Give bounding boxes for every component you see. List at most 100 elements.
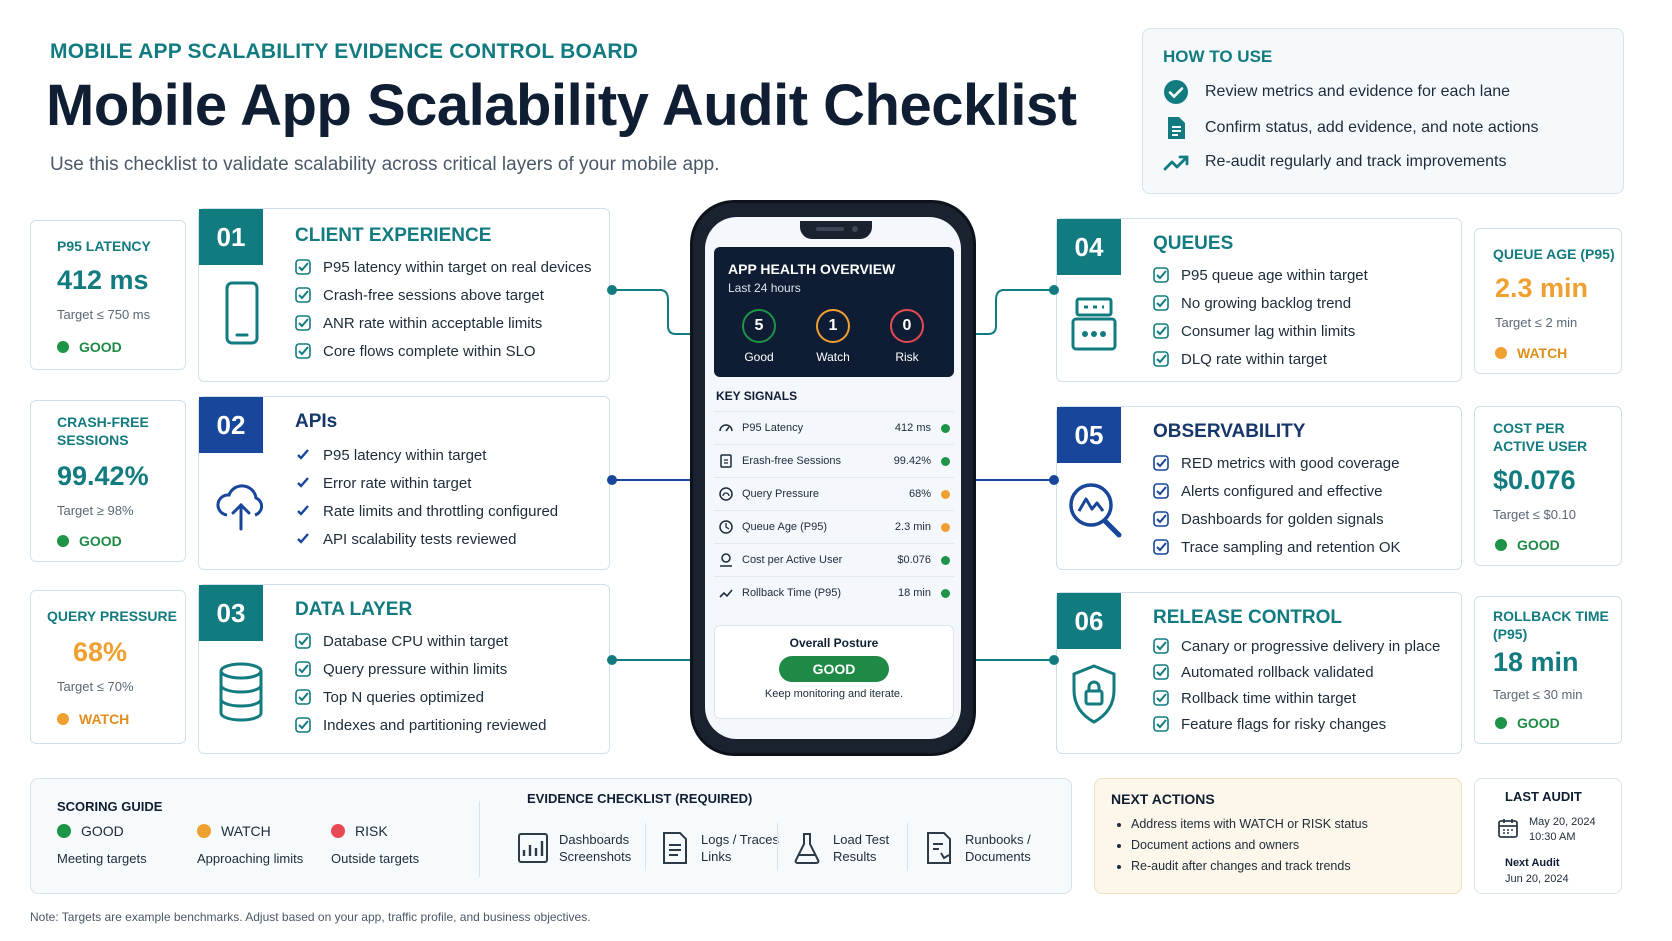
lane-checklist: P95 queue age within target No growing b… <box>1153 261 1368 373</box>
how-to-item: Review metrics and evidence for each lan… <box>1163 79 1510 105</box>
next-actions-list: Address items with WATCH or RISK status … <box>1131 817 1368 880</box>
scoring-good: GOOD <box>57 823 124 839</box>
lane-number: 02 <box>199 397 263 453</box>
metric-card-cost-per-user: COST PER ACTIVE USER $0.076 Target ≤ $0.… <box>1474 406 1622 566</box>
status-badge: GOOD <box>57 533 122 549</box>
list-item: API scalability tests reviewed <box>295 525 558 553</box>
metric-card-crash-free: CRASH-FREE SESSIONS 99.42% Target ≥ 98% … <box>30 400 186 562</box>
check-icon <box>1153 295 1169 311</box>
metric-card-rollback-time: ROLLBACK TIME (P95) 18 min Target ≤ 30 m… <box>1474 596 1622 744</box>
clock-icon <box>719 520 733 534</box>
scoring-good-desc: Meeting targets <box>57 851 147 866</box>
check-icon <box>1153 483 1169 499</box>
check-icon <box>1153 511 1169 527</box>
status-badge: GOOD <box>1495 715 1560 731</box>
metric-card-query-pressure: QUERY PRESSURE 68% Target ≤ 70% WATCH <box>30 590 186 744</box>
how-to-item-text: Review metrics and evidence for each lan… <box>1205 83 1511 100</box>
good-count-label: Good <box>744 350 774 364</box>
pressure-icon <box>719 487 733 501</box>
status-badge: WATCH <box>57 711 129 727</box>
check-icon <box>295 315 311 331</box>
divider <box>479 801 480 877</box>
calendar-icon <box>1498 819 1518 838</box>
lane-observability: 05 OBSERVABILITY RED metrics with good c… <box>1056 406 1462 570</box>
metric-label: P95 LATENCY <box>57 238 151 254</box>
page-title: Mobile App Scalability Audit Checklist <box>46 73 1077 138</box>
list-item: Alerts configured and effective <box>1153 477 1401 505</box>
watch-count: 1 <box>816 309 850 343</box>
how-to-item-text: Confirm status, add evidence, and note a… <box>1205 119 1539 136</box>
metric-label: ACTIVE USER <box>1493 438 1588 454</box>
document-icon <box>1168 117 1185 139</box>
scoring-watch-desc: Approaching limits <box>197 851 304 866</box>
cloud-upload-icon <box>216 484 264 531</box>
metric-target: Target ≥ 98% <box>57 503 134 518</box>
gauge-icon <box>719 424 733 432</box>
metric-value: 2.3 min <box>1495 273 1589 303</box>
bottom-panel: SCORING GUIDE GOOD Meeting targets WATCH… <box>30 778 1072 894</box>
key-signals-title: KEY SIGNALS <box>716 389 798 403</box>
metric-label: QUERY PRESSURE <box>47 608 177 624</box>
next-actions-panel: NEXT ACTIONS Address items with WATCH or… <box>1094 778 1462 894</box>
scoring-watch: WATCH <box>197 823 271 839</box>
lane-title: QUEUES <box>1153 233 1234 254</box>
overall-status-badge: GOOD <box>779 656 889 682</box>
check-icon <box>295 633 311 649</box>
list-item: Database CPU within target <box>295 627 546 655</box>
good-count: 5 <box>742 309 776 343</box>
list-item: Address items with WATCH or RISK status <box>1131 817 1368 838</box>
list-item: Consumer lag within limits <box>1153 317 1368 345</box>
signal-row: Cost per Active User$0.076 <box>714 543 954 576</box>
check-icon <box>297 505 309 516</box>
lane-checklist: Database CPU within target Query pressur… <box>295 627 546 739</box>
queue-server-icon <box>1071 297 1117 351</box>
lane-checklist: P95 latency within target Error rate wit… <box>295 441 558 553</box>
signal-row: Queue Age (P95)2.3 min <box>714 510 954 543</box>
scoring-risk: RISK <box>331 823 388 839</box>
signal-row: Rollback Time (P95)18 min <box>714 576 954 609</box>
metric-label: COST PER <box>1493 420 1565 436</box>
evidence-item: Runbooks /Documents <box>923 831 1031 865</box>
check-icon <box>1153 539 1169 555</box>
overview-title: APP HEALTH OVERVIEW <box>728 261 896 277</box>
metric-value: 68% <box>73 637 128 667</box>
how-to-item: Re-audit regularly and track improvement… <box>1163 149 1506 175</box>
check-icon <box>1153 716 1169 732</box>
list-item: RED metrics with good coverage <box>1153 449 1401 477</box>
dashboard-chart-icon <box>518 833 548 863</box>
check-icon <box>297 533 309 544</box>
list-item: Core flows complete within SLO <box>295 337 591 365</box>
check-icon <box>297 477 309 488</box>
metric-label: SESSIONS <box>57 432 129 448</box>
lane-title: RELEASE CONTROL <box>1153 607 1342 628</box>
check-icon <box>1153 323 1169 339</box>
metric-card-p95-latency: P95 LATENCY 412 ms Target ≤ 750 ms GOOD <box>30 220 186 370</box>
next-audit-date: Jun 20, 2024 <box>1505 873 1569 885</box>
app-health-overview: APP HEALTH OVERVIEW Last 24 hours 5 Good… <box>714 247 954 377</box>
trend-icon <box>719 589 733 598</box>
metric-target: Target ≤ $0.10 <box>1493 507 1577 522</box>
scoring-risk-desc: Outside targets <box>331 851 420 866</box>
lane-data-layer: 03 DATA LAYER Database CPU within target… <box>198 584 610 754</box>
list-item: Rollback time within target <box>1153 685 1440 711</box>
list-item: P95 latency within target on real device… <box>295 253 591 281</box>
status-badge: GOOD <box>57 339 122 355</box>
how-to-item: Confirm status, add evidence, and note a… <box>1163 115 1539 141</box>
page-subtitle: Use this checklist to validate scalabili… <box>50 154 720 175</box>
lane-checklist: P95 latency within target on real device… <box>295 253 591 365</box>
lane-checklist: Canary or progressive delivery in place … <box>1153 633 1440 737</box>
metric-target: Target ≤ 2 min <box>1495 315 1578 330</box>
risk-count-label: Risk <box>895 350 919 364</box>
check-icon <box>295 661 311 677</box>
footnote: Note: Targets are example benchmarks. Ad… <box>30 910 591 924</box>
phone-screen: APP HEALTH OVERVIEW Last 24 hours 5 Good… <box>705 217 961 739</box>
lane-number: 01 <box>199 209 263 265</box>
phone-notch <box>800 221 872 239</box>
overview-subtitle: Last 24 hours <box>728 281 801 295</box>
list-item: No growing backlog trend <box>1153 289 1368 317</box>
list-item: Rate limits and throttling configured <box>295 497 558 525</box>
check-icon <box>295 717 311 733</box>
